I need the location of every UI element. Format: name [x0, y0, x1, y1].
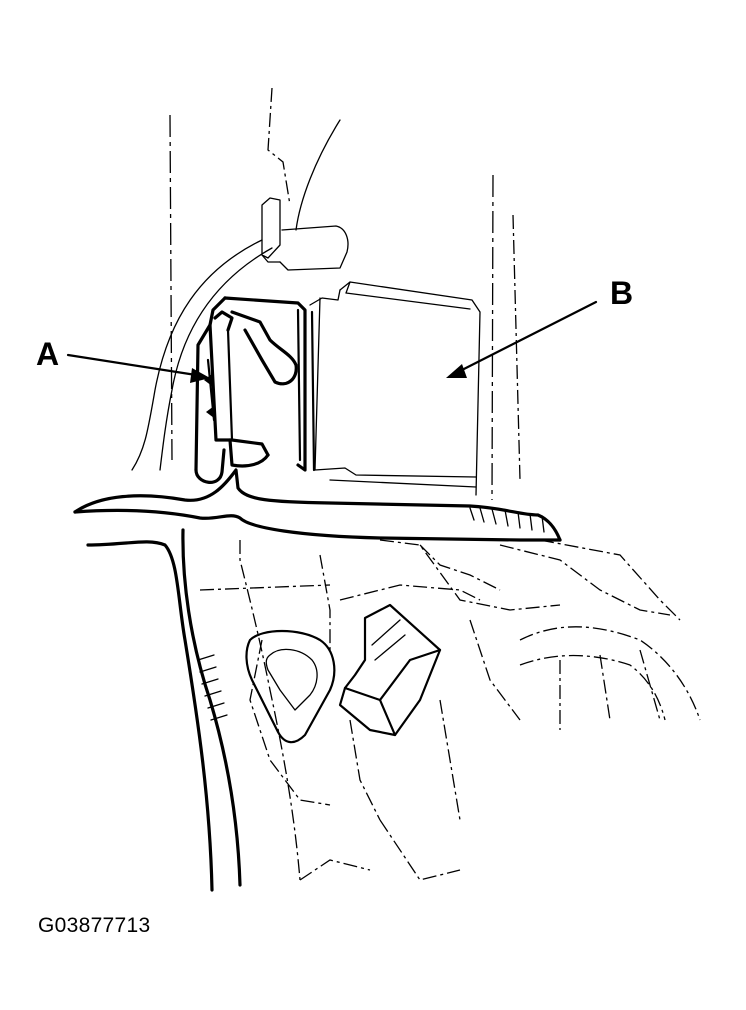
- lower-pillar-trim: [86, 528, 242, 892]
- component-b-unit: [309, 281, 481, 496]
- panel-top-edge: [73, 468, 562, 542]
- panel-cutout: [245, 630, 336, 806]
- lower-connector: [338, 603, 442, 737]
- upper-bracket: [261, 197, 349, 271]
- component-a-relay: [194, 296, 316, 484]
- leader-arrow-a: [66, 353, 210, 383]
- pillar-outline: [169, 87, 521, 501]
- leader-arrow-b: [446, 300, 598, 378]
- wiring-harness-curve: [131, 239, 273, 471]
- callout-label-a: A: [36, 336, 60, 372]
- figure-id-code: G03877713: [38, 914, 151, 937]
- callout-label-b: B: [610, 275, 634, 311]
- lower-panel-structure: [199, 539, 701, 881]
- panel-hatching: [469, 507, 545, 533]
